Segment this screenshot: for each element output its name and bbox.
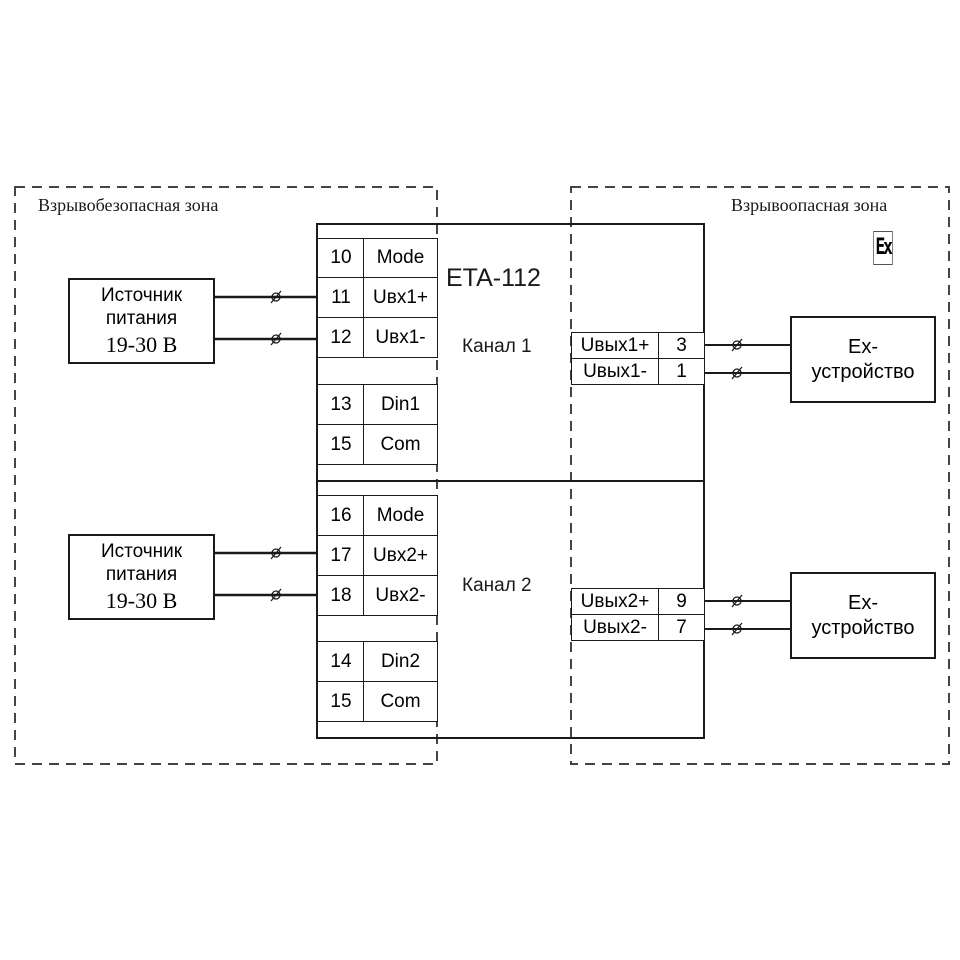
ex-marking-icon: Ex — [873, 231, 893, 265]
power-source-1: Источник питания 19-30 В — [68, 278, 215, 364]
terminal-number: 15 — [317, 424, 365, 465]
power-source-voltage: 19-30 В — [105, 332, 178, 357]
terminal-name: Mode — [363, 238, 438, 278]
ex-device-line1: Ex- — [848, 335, 878, 358]
terminal-name: Uвх2+ — [363, 535, 438, 576]
terminal-marker — [731, 366, 743, 380]
ex-device-line2: устройство — [811, 360, 915, 383]
hazardous-zone-border — [570, 186, 950, 765]
terminal-number: 15 — [317, 681, 365, 722]
terminal-number: 14 — [317, 641, 365, 682]
terminal-number: 12 — [317, 317, 365, 358]
power-source-line2: питания — [105, 564, 178, 586]
terminal-marker — [270, 588, 282, 602]
safe-zone-label: Взрывобезопасная зона — [38, 195, 219, 215]
device-title: ETA-112 — [446, 264, 541, 292]
ex-device-1: Ex- устройство — [790, 316, 936, 403]
power-source-line1: Источник — [100, 284, 183, 306]
ex-device-line1: Ex- — [848, 591, 878, 614]
terminal-number: 13 — [317, 384, 365, 425]
terminal-number: 10 — [317, 238, 365, 278]
terminal-number: 11 — [317, 277, 365, 318]
terminal-name: Uвх1+ — [363, 277, 438, 318]
power-source-line1: Источник — [100, 540, 183, 562]
channel-2-label: Канал 2 — [462, 575, 532, 596]
terminal-name: Uвх1- — [363, 317, 438, 358]
power-source-voltage: 19-30 В — [105, 588, 178, 613]
terminal-name: Com — [363, 681, 438, 722]
terminal-marker — [270, 332, 282, 346]
terminal-number: 3 — [658, 332, 705, 359]
terminal-name: Mode — [363, 495, 438, 536]
terminal-marker — [731, 622, 743, 636]
terminal-name: Uвх2- — [363, 575, 438, 616]
channel-1-label: Канал 1 — [462, 336, 532, 357]
terminal-name: Uвых2- — [571, 614, 659, 641]
power-source-line2: питания — [105, 308, 178, 330]
safe-zone-border — [14, 186, 438, 765]
ex-device-2: Ex- устройство — [790, 572, 936, 659]
terminal-number: 18 — [317, 575, 365, 616]
hazardous-zone-label: Взрывоопасная зона — [731, 195, 888, 215]
terminal-name: Com — [363, 424, 438, 465]
terminal-name: Din1 — [363, 384, 438, 425]
power-source-2: Источник питания 19-30 В — [68, 534, 215, 620]
terminal-number: 1 — [658, 358, 705, 385]
terminal-number: 16 — [317, 495, 365, 536]
terminal-name: Uвых1+ — [571, 332, 659, 359]
terminal-marker — [270, 546, 282, 560]
terminal-marker — [270, 290, 282, 304]
ex-device-line2: устройство — [811, 616, 915, 639]
terminal-marker — [731, 338, 743, 352]
terminal-number: 9 — [658, 588, 705, 615]
terminal-name: Uвых1- — [571, 358, 659, 385]
terminal-number: 17 — [317, 535, 365, 576]
terminal-name: Din2 — [363, 641, 438, 682]
terminal-marker — [731, 594, 743, 608]
terminal-name: Uвых2+ — [571, 588, 659, 615]
terminal-number: 7 — [658, 614, 705, 641]
